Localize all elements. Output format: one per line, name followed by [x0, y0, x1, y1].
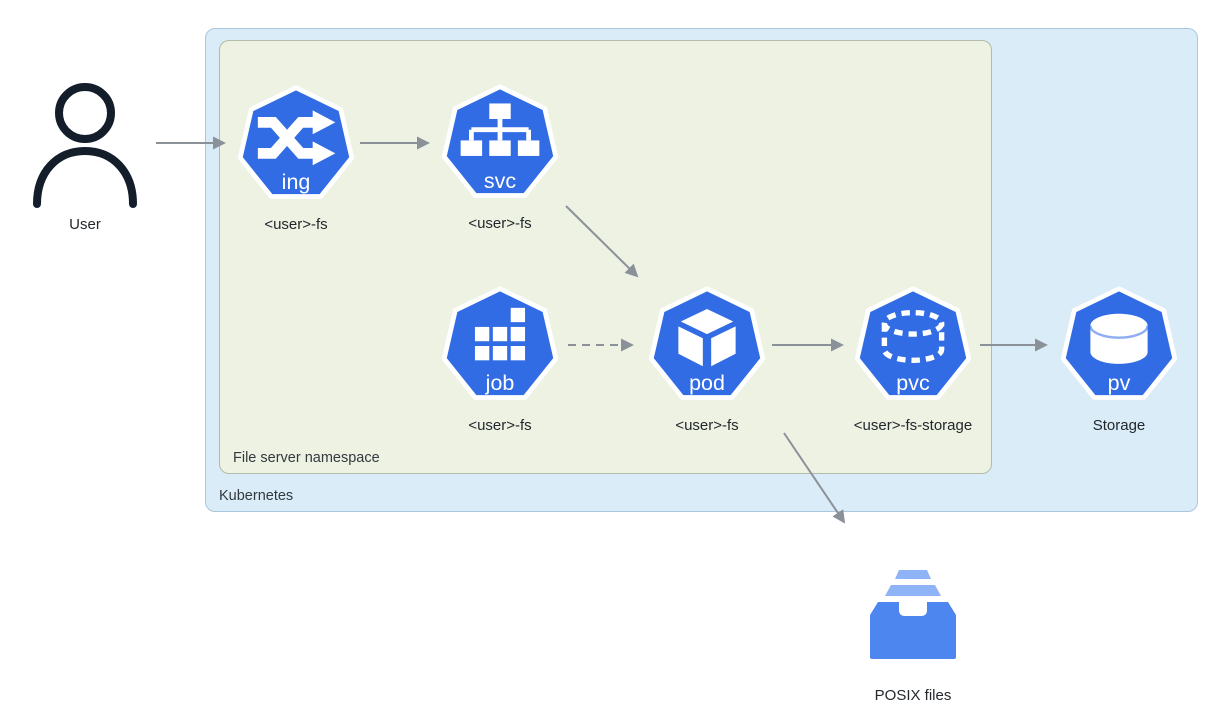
node-pvc: pvc <user>-fs-storage: [818, 284, 1008, 434]
ingress-caption: <user>-fs: [264, 216, 328, 233]
node-pv: pv Storage: [1024, 284, 1214, 434]
pvc-icon: pvc: [854, 286, 972, 400]
pvc-caption: <user>-fs-storage: [853, 417, 973, 434]
pvc-kind-label: pvc: [896, 371, 930, 395]
cylinder-glyph: [1089, 313, 1149, 364]
service-caption: <user>-fs: [468, 215, 532, 232]
network-tree-glyph: [460, 103, 540, 156]
job-caption: <user>-fs: [468, 417, 532, 434]
kubernetes-label: Kubernetes: [219, 488, 294, 504]
cube-glyph: [678, 309, 736, 367]
pv-kind-label: pv: [1108, 371, 1131, 395]
shuffle-arrows-glyph: [257, 110, 336, 166]
pv-caption: Storage: [1092, 417, 1146, 434]
node-job: job <user>-fs: [405, 284, 595, 434]
namespace-label: File server namespace: [233, 450, 380, 466]
job-kind-label: job: [485, 371, 515, 395]
user-label: User: [69, 216, 101, 233]
node-user: User: [0, 78, 180, 233]
pod-kind-label: pod: [689, 371, 725, 395]
pod-caption: <user>-fs: [675, 417, 739, 434]
ingress-icon: ing: [237, 85, 355, 199]
posix-files-label: POSIX files: [874, 687, 952, 704]
service-icon: svc: [441, 84, 559, 198]
job-icon: job: [441, 286, 559, 400]
node-ingress: ing <user>-fs: [201, 83, 391, 233]
namespace-boundary: File server namespace: [219, 40, 992, 474]
ingress-kind-label: ing: [282, 170, 311, 194]
user-icon: [33, 83, 137, 208]
service-kind-label: svc: [484, 169, 516, 193]
pod-icon: pod: [648, 286, 766, 400]
node-pod: pod <user>-fs: [612, 284, 802, 434]
posix-files-icon: [870, 570, 956, 659]
pv-icon: pv: [1060, 286, 1178, 400]
node-posix-files: POSIX files: [818, 568, 1008, 704]
dashed-cylinder-glyph: [881, 309, 945, 363]
node-service: svc <user>-fs: [405, 82, 595, 232]
squares-grid-glyph: [474, 307, 526, 361]
